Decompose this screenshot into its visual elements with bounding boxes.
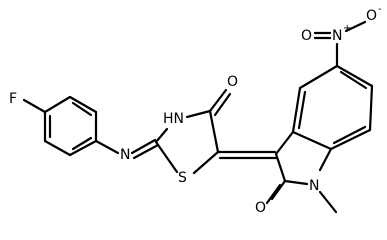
aromatic-bond (297, 90, 307, 130)
nitro-oxygen-right-label: O (366, 8, 377, 24)
nitro-negative-charge: - (378, 4, 382, 15)
bond (154, 140, 179, 174)
bond (291, 130, 333, 151)
aryl-n-bond (94, 139, 120, 155)
aromatic-bond (332, 125, 367, 145)
nitro-oxygen-left-label: O (301, 28, 312, 44)
bond (368, 84, 374, 132)
indolinone-oxygen-label: O (255, 200, 266, 216)
thiazolidinone-ring (154, 109, 220, 175)
bond (274, 152, 287, 183)
indolinone-nitrogen-label: N (309, 178, 319, 194)
bond (283, 179, 309, 186)
lactam-carbonyl-bond (270, 179, 287, 201)
c-f-bond (22, 98, 47, 114)
bond (185, 109, 212, 119)
bond (192, 150, 220, 175)
bond (291, 86, 302, 134)
bond (298, 64, 339, 90)
bond (274, 130, 295, 156)
nitro-nitrogen-label: N (332, 28, 342, 44)
bond (329, 128, 372, 151)
lactam-carbonyl-bond (265, 183, 282, 205)
aromatic-bond (71, 101, 93, 117)
bond (68, 139, 98, 157)
imine-double-bond (132, 143, 160, 160)
imine-nitrogen-label: N (120, 147, 130, 163)
thiazolidinone-oxygen-label: O (227, 74, 238, 90)
fluorophenyl-ring (43, 95, 98, 157)
aromatic-bond (71, 136, 93, 151)
nitro-n-o-bond (344, 20, 367, 33)
benzo-ring (291, 64, 374, 151)
bond (318, 147, 333, 172)
nitro-positive-charge: + (343, 23, 351, 34)
bond (154, 127, 169, 144)
carbonyl-double-bond (213, 92, 232, 117)
aromatic-bond (339, 70, 368, 90)
carbonyl-double-bond (208, 88, 228, 113)
amide-nh-label: HN (163, 111, 184, 127)
bond (335, 64, 374, 88)
indolinone-five-ring (274, 130, 333, 186)
bond (43, 139, 72, 157)
fluorine-label: F (9, 91, 17, 107)
imine-double-bond (130, 138, 157, 155)
bond (208, 109, 220, 154)
bond (68, 95, 98, 114)
sulfur-label: S (178, 170, 187, 186)
n-methyl-bond (318, 190, 338, 214)
bond (43, 95, 72, 114)
